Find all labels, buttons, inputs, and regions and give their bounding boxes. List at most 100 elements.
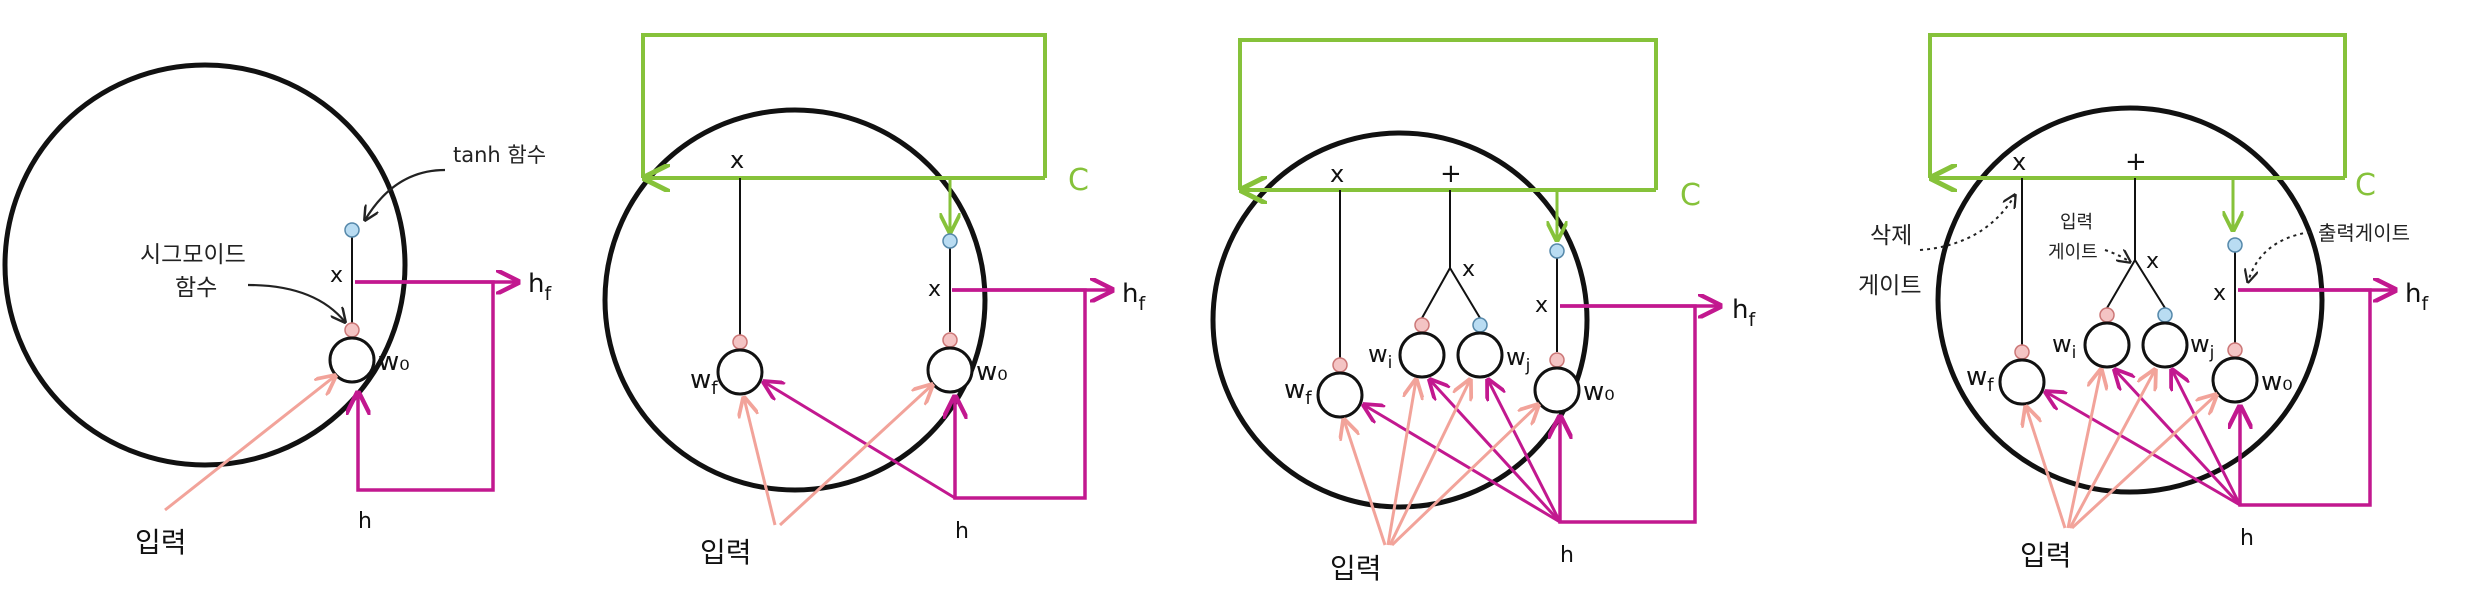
wf-label: wf [1284,375,1312,409]
hidden-to-wj-arrow [2172,370,2242,506]
hidden-recurrence-line [2238,288,2372,507]
cell-boundary [1210,130,1590,510]
panel-3-input-gate-cell: C x + x x wf wi wj w₀ hf [1210,38,1756,585]
input-gate-fork [1421,266,1481,319]
input-to-wo-arrow [1390,405,1538,547]
hf-label: hf [2405,279,2429,315]
hidden-to-wf-arrow [1364,405,1561,524]
input-to-wi-arrow [1386,380,1416,546]
x-operator: x [928,277,941,302]
hidden-to-wi-arrow [2115,370,2242,507]
weight-node-wj [2141,321,2189,369]
hidden-to-wf-arrow [2046,392,2241,507]
hidden-recurrence-line [355,280,495,492]
output-gate-label: 출력게이트 [2318,221,2410,245]
sigmoid-annotation-arrow [247,283,345,322]
wo-label: w₀ [1583,377,1615,407]
panel-4-lstm-gates-annotated: C x + x x 삭제 게이트 [1858,33,2429,572]
input-gate-label-line-2: 게이트 [2048,242,2098,263]
sigmoid-dot [344,322,360,338]
forget-gate-label-line-2: 게이트 [1858,273,1921,299]
wo-label: w₀ [378,347,410,377]
input-to-wo-arrow [778,385,932,527]
sigmoid-dot [942,332,958,348]
wf-label: wf [1966,362,1994,396]
input-to-wf-arrow [2026,407,2067,529]
h-label: h [2240,526,2254,551]
panel-2-forget-gate-cell: C x x wf w₀ hf h 입력 [602,33,1146,569]
weight-node-wf [716,348,764,396]
x-operator-mid: x [2146,249,2159,274]
tanh-dot [942,233,958,249]
cell-state-label: C [2355,168,2376,203]
tanh-annotation-arrow [365,168,446,220]
sigmoid-dot [1549,352,1565,368]
tanh-dot [1549,243,1565,259]
input-to-wi-arrow [2066,370,2101,529]
input-label: 입력 [1330,552,1382,585]
wi-sigmoid-dot [2099,307,2115,323]
weight-node-wf [1316,371,1364,419]
input-to-wj-arrow [2068,370,2155,529]
sigmoid-label-line-2: 함수 [175,275,217,301]
x-operator: x [1535,293,1548,318]
cell-boundary [602,107,988,493]
x-operator: x [2213,281,2226,306]
input-gate-annotation-arrow [2104,250,2130,262]
cell-boundary [2,62,408,468]
input-label: 입력 [2020,539,2072,572]
wj-label: wj [1506,343,1530,376]
input-to-wf-arrow [744,398,777,526]
plus-operator: + [1440,159,1462,189]
cell-state-loop [1928,33,2347,178]
x-operator-top: x [2012,148,2026,176]
forget-gate-label-line-1: 삭제 [1870,223,1912,249]
input-gate-fork [2106,258,2166,309]
weight-node-wo [1533,366,1581,414]
cell-state-label: C [1680,178,1701,213]
x-operator: x [330,263,343,288]
forget-sigmoid-dot [2014,344,2030,360]
weight-node-wj [1456,331,1504,379]
forget-sigmoid-dot [732,334,748,350]
input-to-wo-arrow [2070,395,2216,530]
cell-state-label: C [1068,163,1089,198]
weight-node-wo [926,346,974,394]
hidden-to-wi-arrow [1430,380,1562,524]
input-label: 입력 [700,536,752,569]
wi-label: wi [2052,330,2076,363]
wj-tanh-dot [1472,317,1488,333]
wi-label: wi [1368,340,1392,373]
input-to-wf-arrow [1344,420,1387,546]
wo-label: w₀ [976,357,1008,387]
h-label: h [955,519,969,544]
wo-label: w₀ [2261,367,2293,397]
hidden-recurrence-line [952,288,1087,500]
input-label: 입력 [135,526,187,559]
forget-sigmoid-dot [1332,357,1348,373]
sigmoid-label-line-1: 시그모이드 [140,242,246,268]
output-gate-annotation-arrow [2248,231,2311,282]
wi-sigmoid-dot [1414,317,1430,333]
cell-state-loop [641,33,1047,178]
input-to-wj-arrow [1388,380,1470,546]
hidden-to-wf-arrow [764,382,956,500]
cell-boundary [1935,105,2325,495]
weight-node-wo [2211,356,2259,404]
h-label: h [1560,543,1574,568]
hf-label: hf [1732,295,1756,331]
x-operator-mid: x [1462,257,1475,282]
tanh-label: tanh 함수 [453,143,546,167]
tanh-dot [344,222,360,238]
hidden-recurrence-line [1560,304,1697,524]
hidden-to-wj-arrow [1488,380,1562,523]
wf-label: wf [690,365,718,399]
h-label: h [358,509,372,534]
weight-node-wf [1998,358,2046,406]
hf-label: hf [528,269,552,305]
input-arrow [164,376,335,512]
weight-node-wi [2083,321,2131,369]
cell-state-loop [1238,38,1658,190]
weight-node-wi [1398,331,1446,379]
